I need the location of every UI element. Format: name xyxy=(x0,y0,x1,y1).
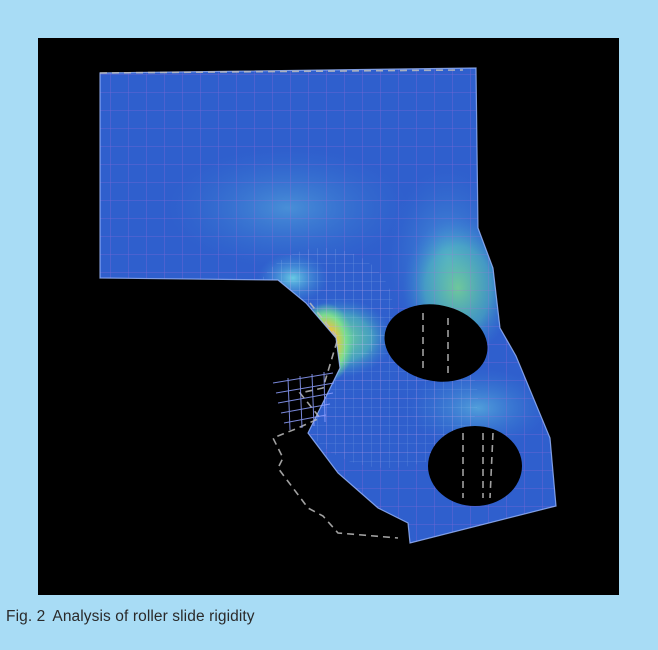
undeformed-outline xyxy=(99,69,494,539)
figure-label: Fig. 2 xyxy=(6,608,46,625)
fem-stress-plot xyxy=(38,38,619,595)
fem-mesh-image xyxy=(99,67,557,544)
hatched-bracket xyxy=(272,371,335,431)
component-body xyxy=(100,68,556,543)
figure-caption-text: Analysis of roller slide rigidity xyxy=(52,608,255,625)
figure-caption: Fig. 2 Analysis of roller slide rigidity xyxy=(6,608,255,626)
lower-roller-hole xyxy=(428,426,522,506)
upper-roller-hole xyxy=(384,304,488,382)
